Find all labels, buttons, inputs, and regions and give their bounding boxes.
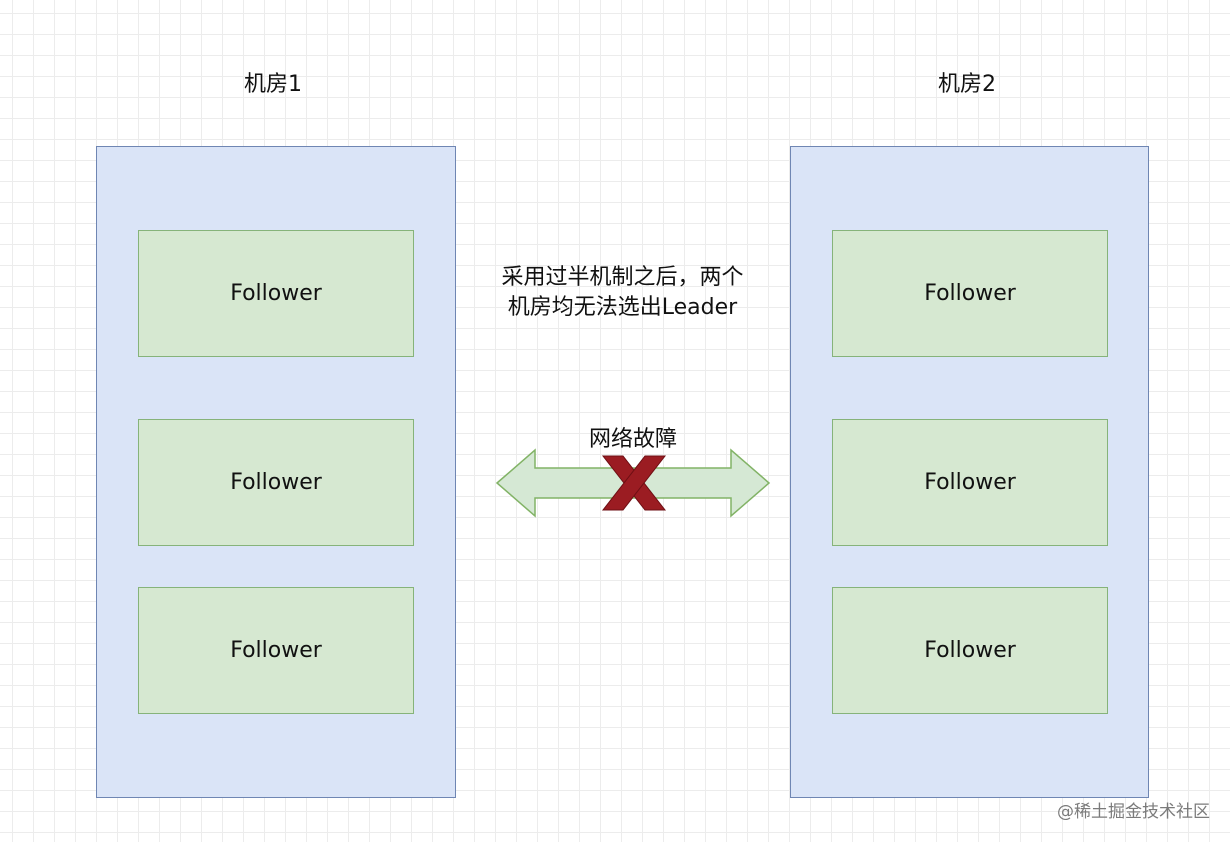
room-1-follower-node: Follower — [138, 230, 414, 357]
room-2-follower-node: Follower — [832, 587, 1108, 714]
quorum-note-line-1: 采用过半机制之后，两个 — [501, 265, 744, 290]
quorum-note: 采用过半机制之后，两个 机房均无法选出Leader — [470, 263, 775, 323]
room-1-follower-node: Follower — [138, 419, 414, 546]
quorum-note-line-2: 机房均无法选出Leader — [507, 295, 738, 320]
room-1-follower-node: Follower — [138, 587, 414, 714]
network-link-arrow — [495, 448, 771, 518]
room-2-title: 机房2 — [938, 72, 996, 97]
network-fault-label: 网络故障 — [588, 427, 677, 452]
room-2-follower-node: Follower — [832, 230, 1108, 357]
watermark: @稀土掘金技术社区 — [1057, 802, 1210, 822]
red-x-icon — [601, 455, 667, 511]
room-1-title: 机房1 — [244, 72, 302, 97]
room-2-follower-node: Follower — [832, 419, 1108, 546]
